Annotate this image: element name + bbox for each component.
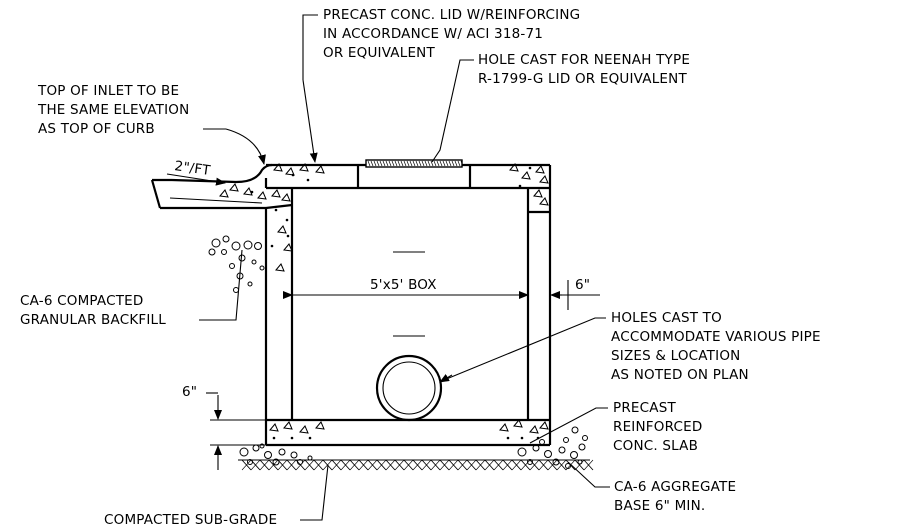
pipe-holes-line-1: HOLES CAST TO xyxy=(611,310,722,326)
backfill-line-2: GRANULAR BACKFILL xyxy=(20,312,166,328)
slab-line-3: CONC. SLAB xyxy=(613,438,698,454)
wall-dimension xyxy=(550,280,600,310)
neenah-grate xyxy=(365,159,464,168)
lid-note-line-3: OR EQUIVALENT xyxy=(323,45,435,61)
hole-lid-note: HOLE CAST FOR NEENAH TYPE R-1799-G LID O… xyxy=(478,52,690,87)
box-size-label: 5'x5' BOX xyxy=(370,277,437,293)
leader-lines xyxy=(199,14,610,521)
slab-note: PRECAST REINFORCED CONC. SLAB xyxy=(613,400,702,454)
lid-note-line-2: IN ACCORDANCE W/ ACI 318-71 xyxy=(323,26,543,42)
curb-profile xyxy=(171,163,273,184)
base-line-1: CA-6 AGGREGATE xyxy=(614,479,736,495)
gravel-backfill xyxy=(208,235,588,469)
left-wall xyxy=(264,205,294,445)
top-inlet-line-3: AS TOP OF CURB xyxy=(38,121,155,137)
subgrade-hatch xyxy=(238,459,594,471)
precast-lid xyxy=(266,163,552,190)
pipe-holes-line-2: ACCOMMODATE VARIOUS PIPE xyxy=(611,329,821,345)
subgrade-label: COMPACTED SUB-GRADE xyxy=(104,512,277,528)
slope-label: 2"/FT xyxy=(173,158,212,179)
base-note: CA-6 AGGREGATE BASE 6" MIN. xyxy=(614,479,736,514)
pipe-hole xyxy=(375,354,443,422)
top-inlet-line-2: THE SAME ELEVATION xyxy=(37,102,189,118)
backfill-note: CA-6 COMPACTED GRANULAR BACKFILL xyxy=(20,293,166,328)
slab-thickness-label: 6" xyxy=(182,384,197,400)
concrete-aggregate-symbols xyxy=(219,163,549,440)
hole-lid-line-1: HOLE CAST FOR NEENAH TYPE xyxy=(478,52,690,68)
lid-note: PRECAST CONC. LID W/REINFORCING IN ACCOR… xyxy=(323,7,580,61)
lid-note-line-1: PRECAST CONC. LID W/REINFORCING xyxy=(323,7,580,23)
pipe-holes-line-4: AS NOTED ON PLAN xyxy=(611,367,749,383)
base-line-2: BASE 6" MIN. xyxy=(614,498,705,514)
right-wall xyxy=(526,188,552,445)
slab-line-1: PRECAST xyxy=(613,400,676,416)
inlet-opening xyxy=(150,178,294,210)
slab-line-2: REINFORCED xyxy=(613,419,702,435)
base-slab xyxy=(266,418,550,447)
hole-lid-line-2: R-1799-G LID OR EQUIVALENT xyxy=(478,71,687,87)
top-inlet-note: TOP OF INLET TO BE THE SAME ELEVATION AS… xyxy=(37,83,189,137)
top-inlet-line-1: TOP OF INLET TO BE xyxy=(37,83,179,99)
pipe-holes-line-3: SIZES & LOCATION xyxy=(611,348,740,364)
pipe-holes-note: HOLES CAST TO ACCOMMODATE VARIOUS PIPE S… xyxy=(611,310,821,383)
wall-thickness-label: 6" xyxy=(575,277,590,293)
inlet-structure xyxy=(150,159,552,447)
slab-dimension xyxy=(206,392,266,470)
slope-arrow xyxy=(166,173,226,186)
backfill-line-1: CA-6 COMPACTED xyxy=(20,293,144,309)
